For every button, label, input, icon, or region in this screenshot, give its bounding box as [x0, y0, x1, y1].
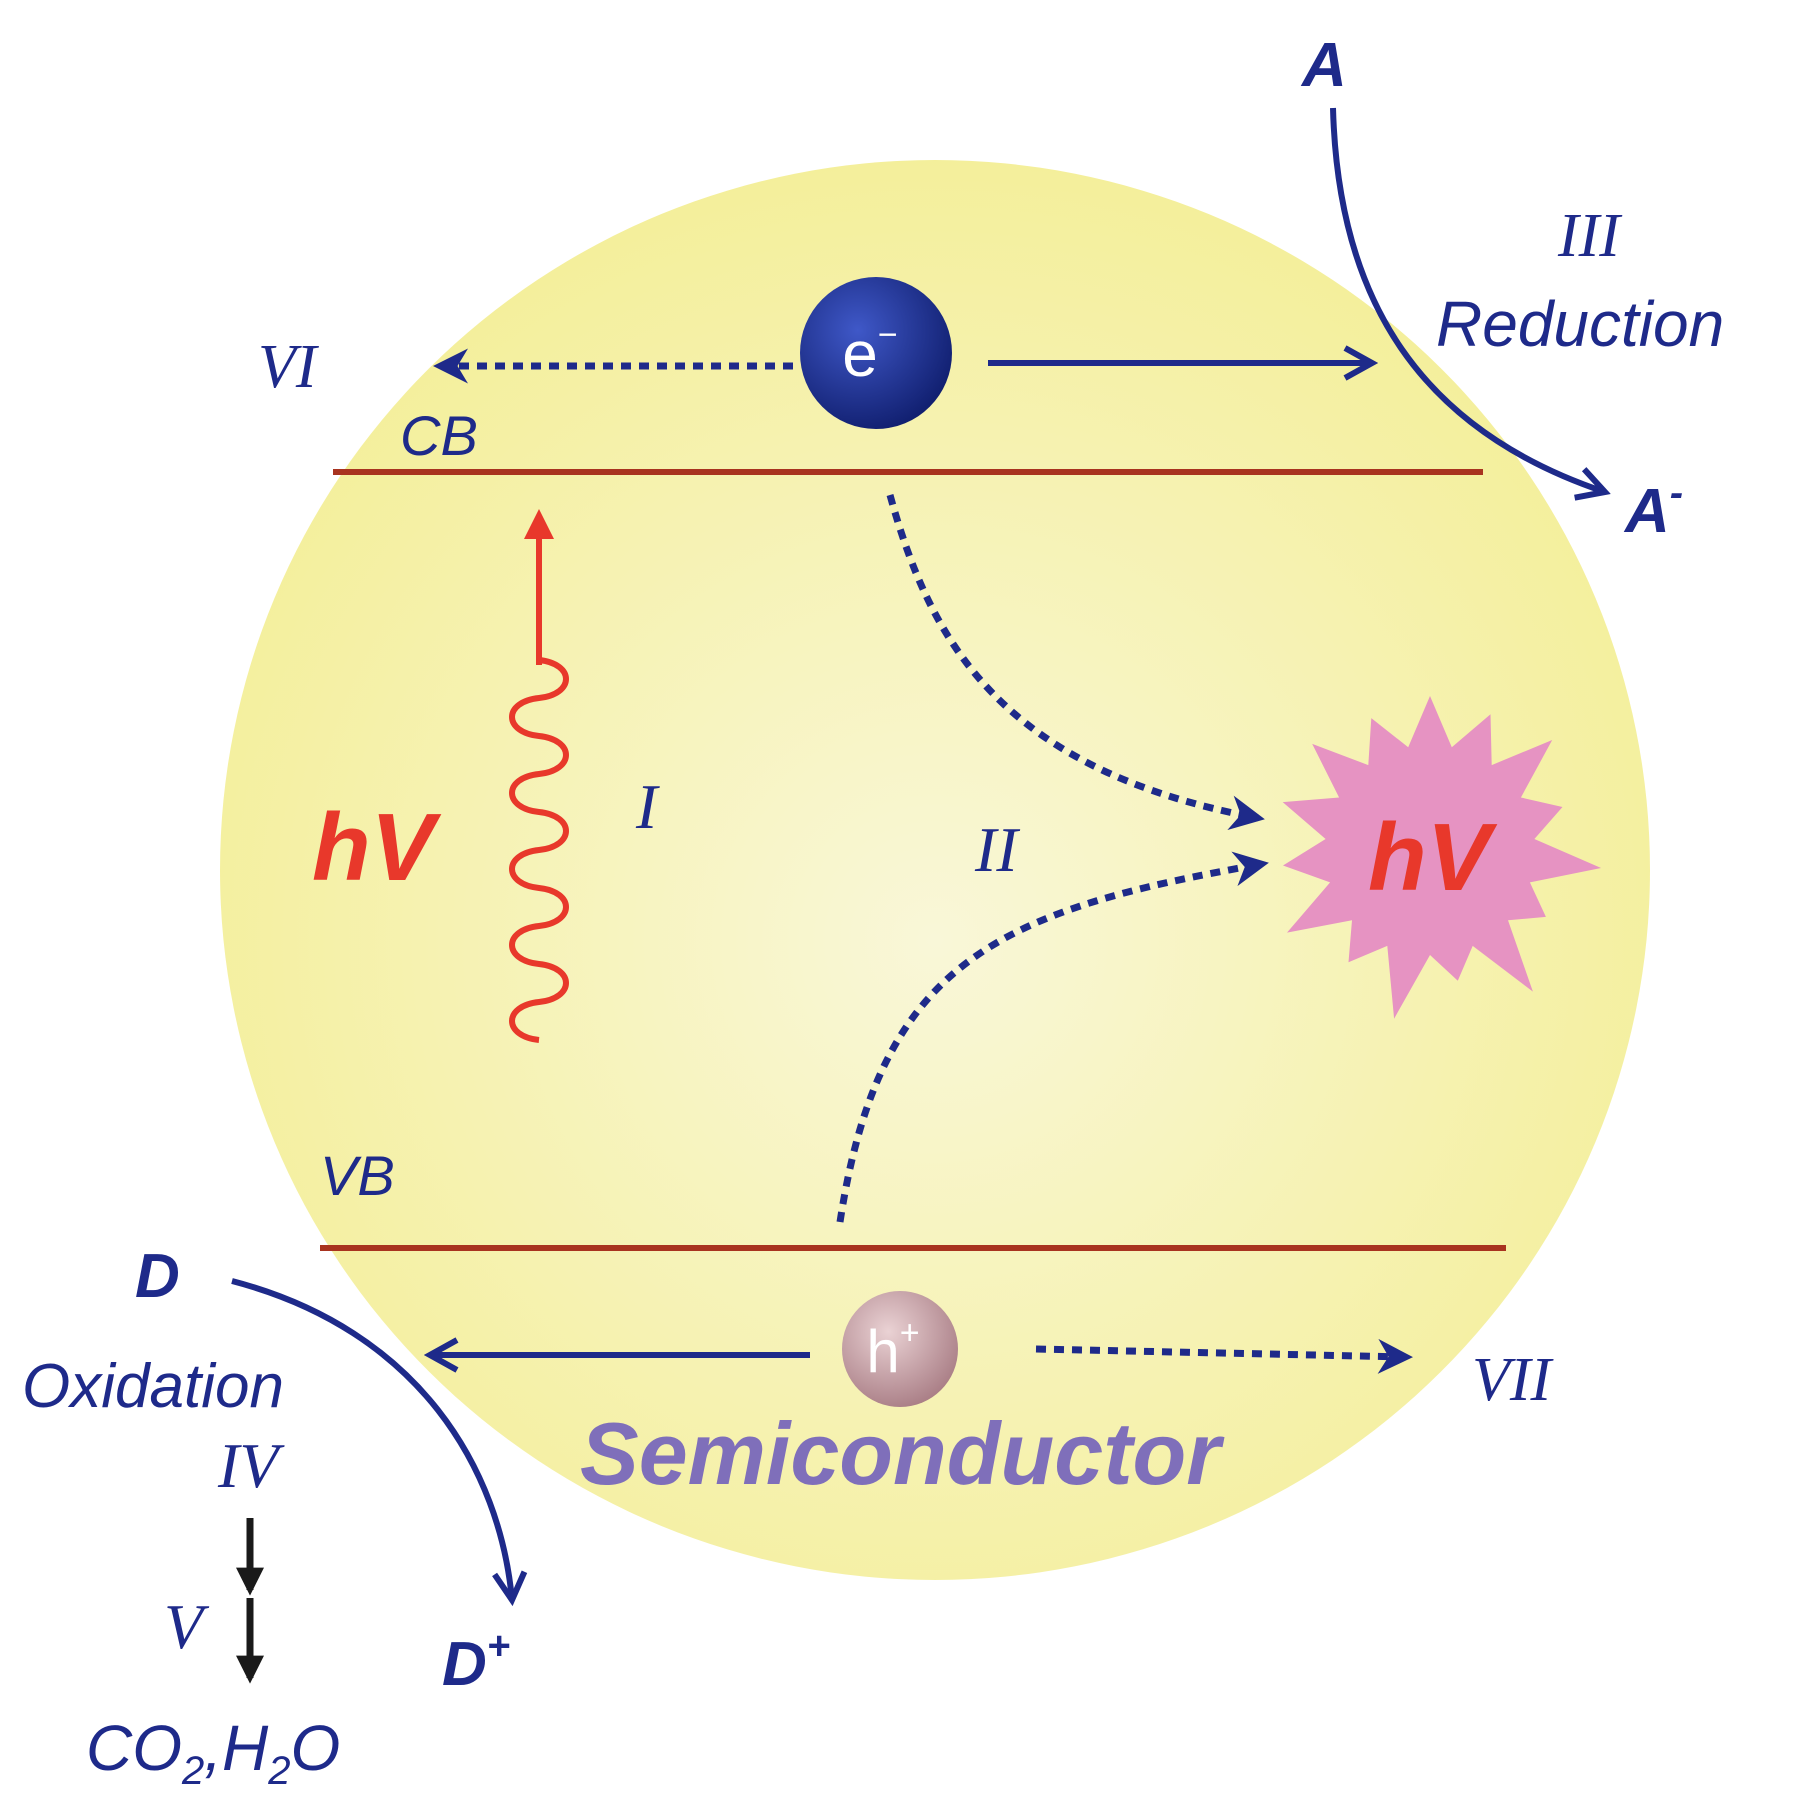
step-2-label: II — [974, 814, 1020, 885]
hole-particle — [842, 1291, 958, 1407]
electron-recombination-path — [886, 494, 1265, 831]
reduction-curve — [1330, 107, 1605, 492]
step-5-label: V — [164, 1591, 210, 1662]
products-label: CO2,H2O — [86, 1712, 340, 1793]
emitted-hv-label: hV — [1368, 804, 1498, 911]
oxidation-curve — [231, 1278, 512, 1600]
step-1-label: I — [635, 771, 660, 842]
reduced-acceptor-label: A- — [1623, 471, 1683, 546]
hole-label: h+ — [866, 1314, 919, 1385]
absorbed-photon-wave — [509, 656, 569, 1043]
vb-label: VB — [320, 1144, 395, 1207]
acceptor-label: A — [1300, 31, 1347, 100]
hole-trap-arrow — [1035, 1338, 1413, 1374]
step-3-label: III — [1557, 202, 1623, 270]
semiconductor-label: Semiconductor — [580, 1404, 1225, 1503]
hole-recombination-path — [836, 851, 1269, 1223]
reduction-label: Reduction — [1436, 288, 1724, 360]
step-6-label: VI — [258, 333, 320, 401]
electron-label: e− — [842, 316, 897, 390]
incident-hv-label: hV — [312, 794, 442, 901]
emission-burst — [1282, 696, 1602, 1019]
semiconductor-sphere — [220, 160, 1650, 1580]
step-4-label: IV — [217, 1430, 285, 1501]
step-7-label: VII — [1472, 1346, 1555, 1414]
donor-label: D — [135, 1242, 180, 1311]
oxidation-label: Oxidation — [22, 1352, 284, 1421]
oxidized-donor-label: D+ — [442, 1624, 510, 1699]
electron-particle — [800, 277, 952, 429]
cb-label: CB — [400, 404, 478, 467]
